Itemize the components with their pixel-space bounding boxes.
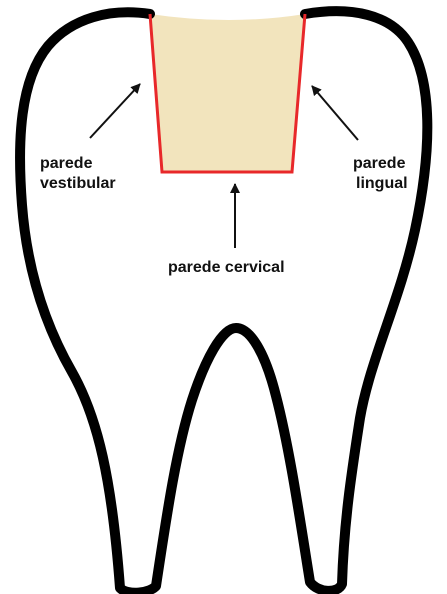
cavity-preparation — [150, 14, 305, 172]
label-cervical: parede cervical — [168, 259, 285, 276]
label-vestibular-line2: vestibular — [40, 175, 116, 192]
label-lingual-line2: lingual — [356, 175, 408, 192]
vestibular-arrow — [90, 84, 140, 138]
label-vestibular-line1: parede — [40, 155, 93, 172]
label-lingual-line1: parede — [353, 155, 406, 172]
lingual-arrow — [312, 86, 358, 140]
